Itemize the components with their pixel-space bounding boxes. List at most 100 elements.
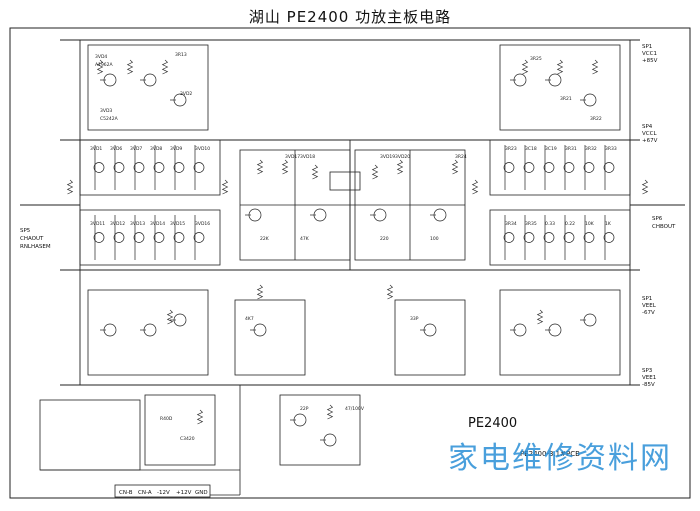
component-label: 3R13 [175,52,187,58]
component-label: 220 [380,236,389,242]
transistor-symbol [603,162,615,173]
component-label: 3VD13 [130,221,145,227]
preamp-section [239,149,466,261]
page-title: 湖山 PE2400 功放主板电路 [248,8,452,26]
left-driver-block-top [87,44,209,131]
component-label: 3VD2 [180,91,192,97]
component-label: 3R24 [455,154,467,160]
transistor-symbol [153,162,165,173]
resistor-symbol [281,159,289,175]
power-labels: SP1VCC1+85VSP4VCCL+67VSP1VEEL-67VSP3VEE1… [642,44,658,388]
resistor-symbol [471,179,479,195]
transistor-symbol [603,232,615,243]
resistor-symbol [386,284,394,300]
resistor-symbol [556,59,564,75]
resistor-symbol [166,309,174,325]
connector-pin-label: +12V [176,490,192,496]
component-label: 3VD20 [395,154,410,160]
right-driver-block-bottom [499,289,621,376]
component-label: 3R22 [590,116,602,122]
component-label: 3VD1 [90,146,102,152]
resistor-symbol [396,159,404,175]
power-rail-label: SP1 [642,44,652,50]
component-label: 3VD8 [150,146,162,152]
power-rails [20,39,685,386]
transistor-symbol [543,162,555,173]
right-output-label: SP6 [652,216,663,222]
component-label: 3VD15 [170,221,185,227]
component-label: 3VD11 [90,221,105,227]
left-output-label: SP5 [20,228,31,234]
component-label: 3C19 [545,146,557,152]
component-label: 10K [585,221,595,227]
power-rail-label: -85V [642,382,655,388]
transistor-layer [93,73,615,447]
transistor-symbol [173,232,185,243]
lower-center-section [234,299,466,466]
power-rail-label: -67V [642,310,655,316]
component-label: 3VD14 [150,221,165,227]
power-rail-label: VEEL [642,303,657,309]
component-label: 3VD3 [100,108,112,114]
resistor-symbol [536,309,544,325]
component-label: 3R34 [505,221,517,227]
component-label: 3VD9 [170,146,182,152]
transistor-symbol [173,162,185,173]
component-label: 3VD17 [285,154,300,160]
connector-pin-label: GND [195,490,208,496]
component-label: 3VD7 [130,146,142,152]
component-label: 4K7 [245,316,254,322]
component-label: 100 [430,236,439,242]
transistor-symbol [563,232,575,243]
right-output-block-bottom [489,209,631,266]
power-rail-label: SP3 [642,368,653,374]
resistor-symbol [66,179,74,195]
watermark-text: 家电维修资料网 [448,441,672,476]
transistor-symbol [193,162,205,173]
component-label: 3VD19 [380,154,395,160]
power-rail-label: SP4 [642,124,653,130]
left-output-label: RNLHASEM [20,244,51,250]
resistor-symbol [371,164,379,180]
transistor-symbol [503,232,515,243]
component-label: 3VD16 [195,221,210,227]
resistor-symbol [126,59,134,75]
transistor-symbol [503,162,515,173]
component-label: 3VD6 [110,146,122,152]
right-driver-block-top [499,44,621,131]
resistor-symbol [196,409,204,425]
connector-pin-label: CN-A [138,490,152,496]
transistor-symbol [543,232,555,243]
resistor-symbol [256,284,264,300]
resistor-symbol [326,404,334,420]
component-label: 3R32 [585,146,597,152]
left-driver-block-bottom [87,289,209,376]
transistor-symbol [113,162,125,173]
component-label: 3C18 [525,146,537,152]
component-label: 47/100V [345,406,365,412]
component-label: 3R25 [530,56,542,62]
resistor-symbol [451,159,459,175]
transistor-symbol [583,232,595,243]
transistor-symbol [133,162,145,173]
transistor-symbol [193,232,205,243]
component-label: 1K [605,221,612,227]
connector-pin-label: -12V [157,490,170,496]
resistor-symbol [256,159,264,175]
component-label: 3VD12 [110,221,125,227]
connector-pin-label: CN-B [119,490,133,496]
power-rail-label: VCC1 [642,51,657,57]
component-label: 22K [260,236,270,242]
pcb-note: PE2400-3.1#PCB [520,450,580,458]
component-label: R40D [160,416,173,422]
protection-circuit [39,385,241,496]
component-label: 3VD4 [95,54,107,60]
component-label: C3420 [180,436,195,442]
transistor-symbol [133,232,145,243]
resistor-symbol [161,59,169,75]
right-output-label: CHBOUT [652,224,676,230]
